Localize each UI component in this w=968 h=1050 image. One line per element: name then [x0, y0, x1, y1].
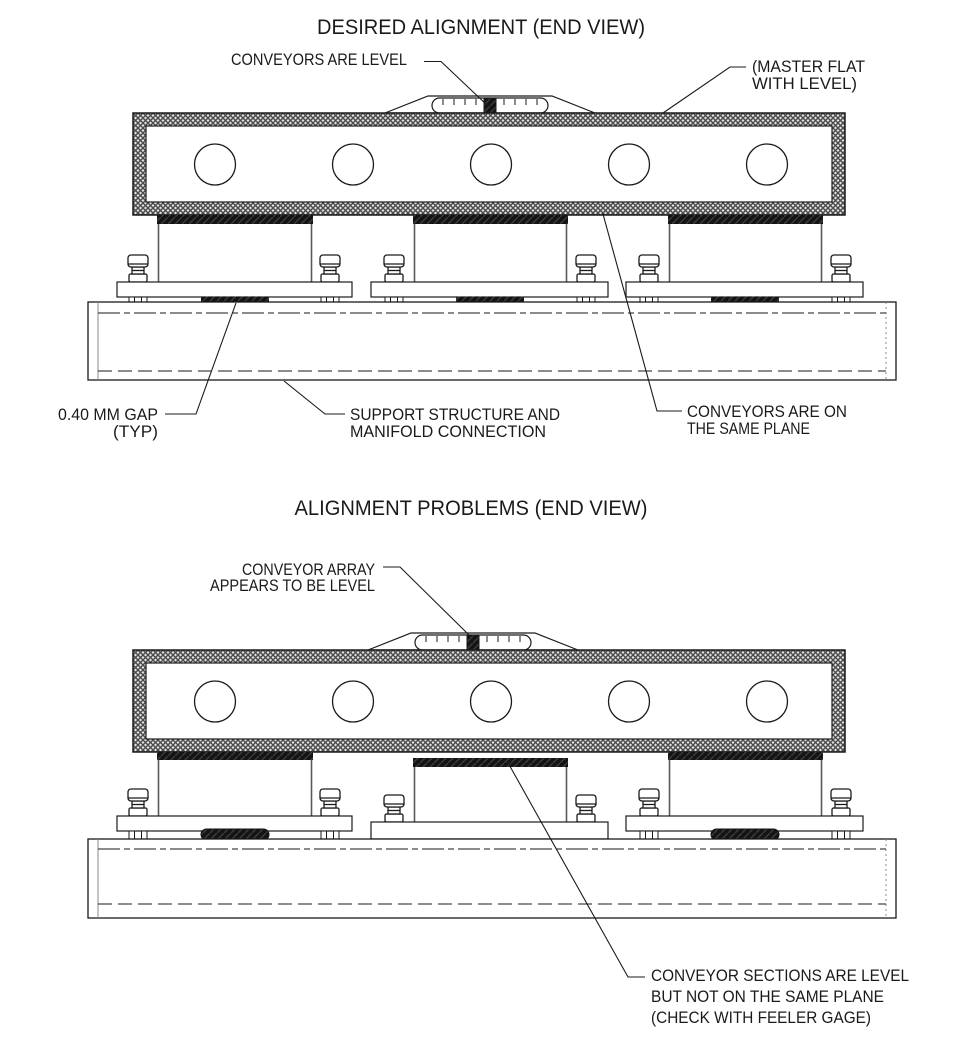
- spirit-level: [384, 95, 596, 114]
- master-flat-beam: [132, 112, 846, 216]
- desired-alignment-title: DESIRED ALIGNMENT (END VIEW): [317, 16, 645, 39]
- label-appears-level-line2: APPEARS TO BE LEVEL: [210, 576, 375, 595]
- plate-feet: [831, 830, 851, 840]
- leader-conveyors-level: [424, 60, 489, 107]
- conveyor-section-strip: [668, 752, 823, 760]
- gap-pad: [711, 296, 779, 303]
- conveyor-section-strip: [413, 215, 568, 224]
- gap-pad: [456, 296, 524, 303]
- base-plate: [116, 281, 353, 298]
- grease-fitting: [830, 788, 852, 817]
- label-appears-level-line1: CONVEYOR ARRAY: [242, 560, 375, 579]
- label-not-same-plane-line1: CONVEYOR SECTIONS ARE LEVEL: [651, 966, 909, 985]
- plate-feet: [128, 830, 148, 840]
- master-flat-beam: [132, 649, 846, 753]
- grease-fitting: [638, 254, 660, 283]
- label-gap-line2: (TYP): [113, 422, 158, 441]
- leader-support-structure: [283, 380, 345, 415]
- label-support-line1: SUPPORT STRUCTURE AND: [350, 405, 560, 424]
- gap-pad: [200, 828, 270, 841]
- gap-pad: [710, 828, 780, 841]
- plate-feet: [639, 830, 659, 840]
- grease-fitting: [319, 254, 341, 283]
- grease-fitting: [638, 788, 660, 817]
- conveyor-section-strip-low: [413, 758, 568, 767]
- leader-same-plane: [602, 213, 682, 412]
- label-same-plane-line2: THE SAME PLANE: [687, 419, 810, 438]
- leader-not-same-plane: [506, 760, 645, 978]
- grease-fitting: [575, 254, 597, 283]
- label-same-plane-line1: CONVEYORS ARE ON: [687, 402, 847, 421]
- spirit-level: [367, 632, 579, 651]
- leader-gap: [165, 302, 237, 415]
- label-master-flat-line2: WITH LEVEL): [752, 74, 857, 93]
- leader-appears-level: [383, 566, 470, 636]
- conveyor-section-strip: [157, 215, 313, 224]
- label-gap-line1: 0.40 MM GAP: [58, 405, 158, 424]
- gap-pad: [201, 296, 269, 303]
- conveyor-section-strip: [157, 752, 313, 760]
- support-structure: [87, 301, 897, 381]
- grease-fitting: [127, 254, 149, 283]
- grease-fitting: [575, 794, 597, 823]
- label-not-same-plane-line2: BUT NOT ON THE SAME PLANE: [651, 987, 884, 1006]
- base-plate-flush: [370, 821, 609, 840]
- label-conveyors-are-level: CONVEYORS ARE LEVEL: [231, 50, 407, 69]
- grease-fitting: [383, 254, 405, 283]
- base-plate: [625, 281, 864, 298]
- base-plate: [370, 281, 609, 298]
- desired-alignment-diagram: DESIRED ALIGNMENT (END VIEW): [58, 16, 897, 441]
- conveyor-section-strip: [668, 215, 823, 224]
- grease-fitting: [319, 788, 341, 817]
- label-not-same-plane-line3: (CHECK WITH FEELER GAGE): [651, 1008, 871, 1027]
- section-columns: [157, 760, 823, 822]
- grease-fitting: [830, 254, 852, 283]
- label-support-line2: MANIFOLD CONNECTION: [350, 422, 546, 441]
- label-master-flat-line1: (MASTER FLAT: [752, 57, 865, 76]
- support-structure: [87, 838, 897, 919]
- alignment-problems-title: ALIGNMENT PROBLEMS (END VIEW): [295, 497, 648, 520]
- grease-fitting: [127, 788, 149, 817]
- grease-fitting: [383, 794, 405, 823]
- plate-feet: [320, 830, 340, 840]
- section-columns: [157, 224, 823, 282]
- leader-master-flat: [662, 66, 746, 114]
- alignment-problems-diagram: ALIGNMENT PROBLEMS (END VIEW): [87, 497, 909, 1027]
